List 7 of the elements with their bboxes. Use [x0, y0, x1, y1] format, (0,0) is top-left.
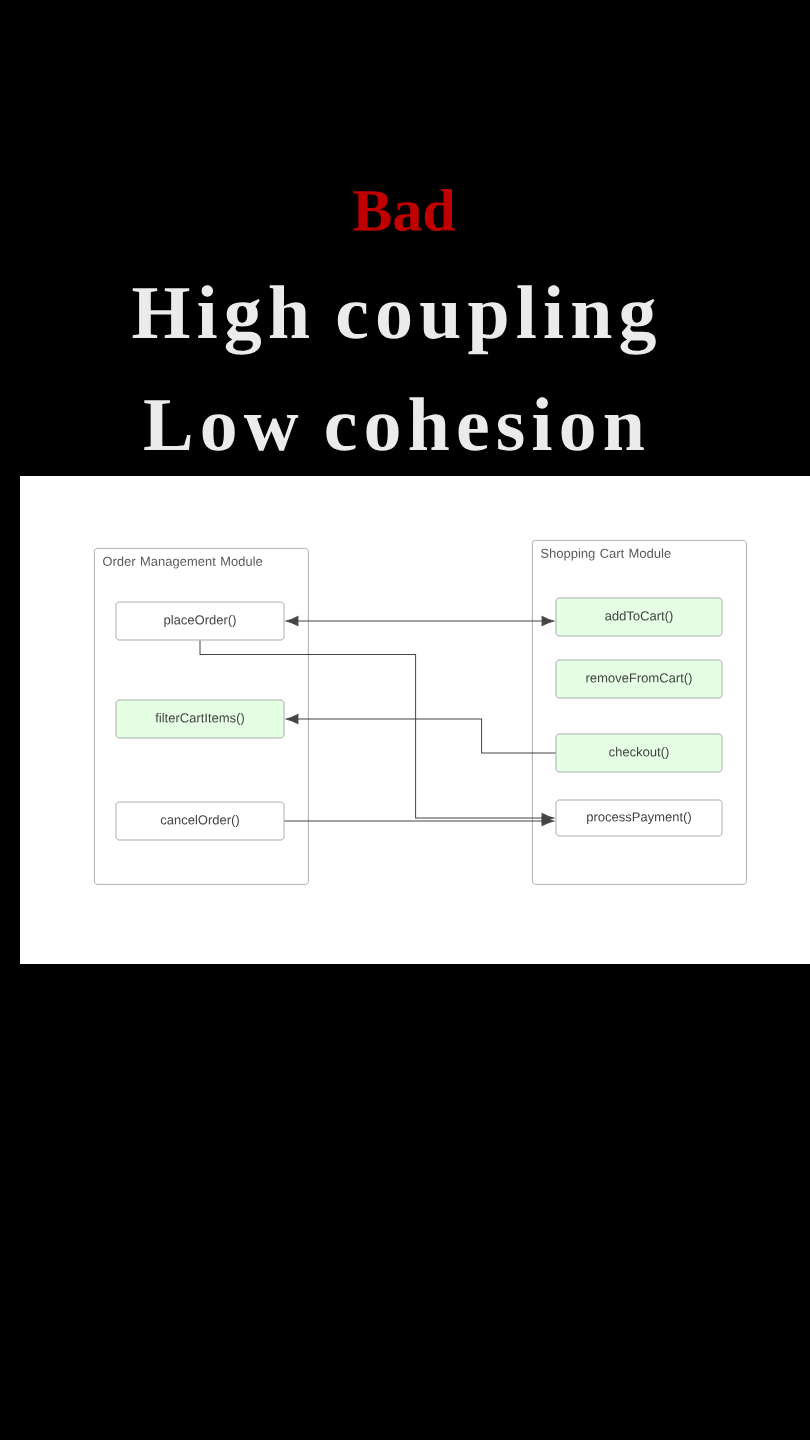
arrow [285, 713, 557, 754]
title: Bad [353, 188, 455, 232]
heading: Low cohesion [144, 397, 644, 451]
arrow [285, 615, 555, 627]
arrow [283, 815, 555, 827]
heading: High coupling [132, 285, 656, 355]
arrow [199, 639, 555, 824]
